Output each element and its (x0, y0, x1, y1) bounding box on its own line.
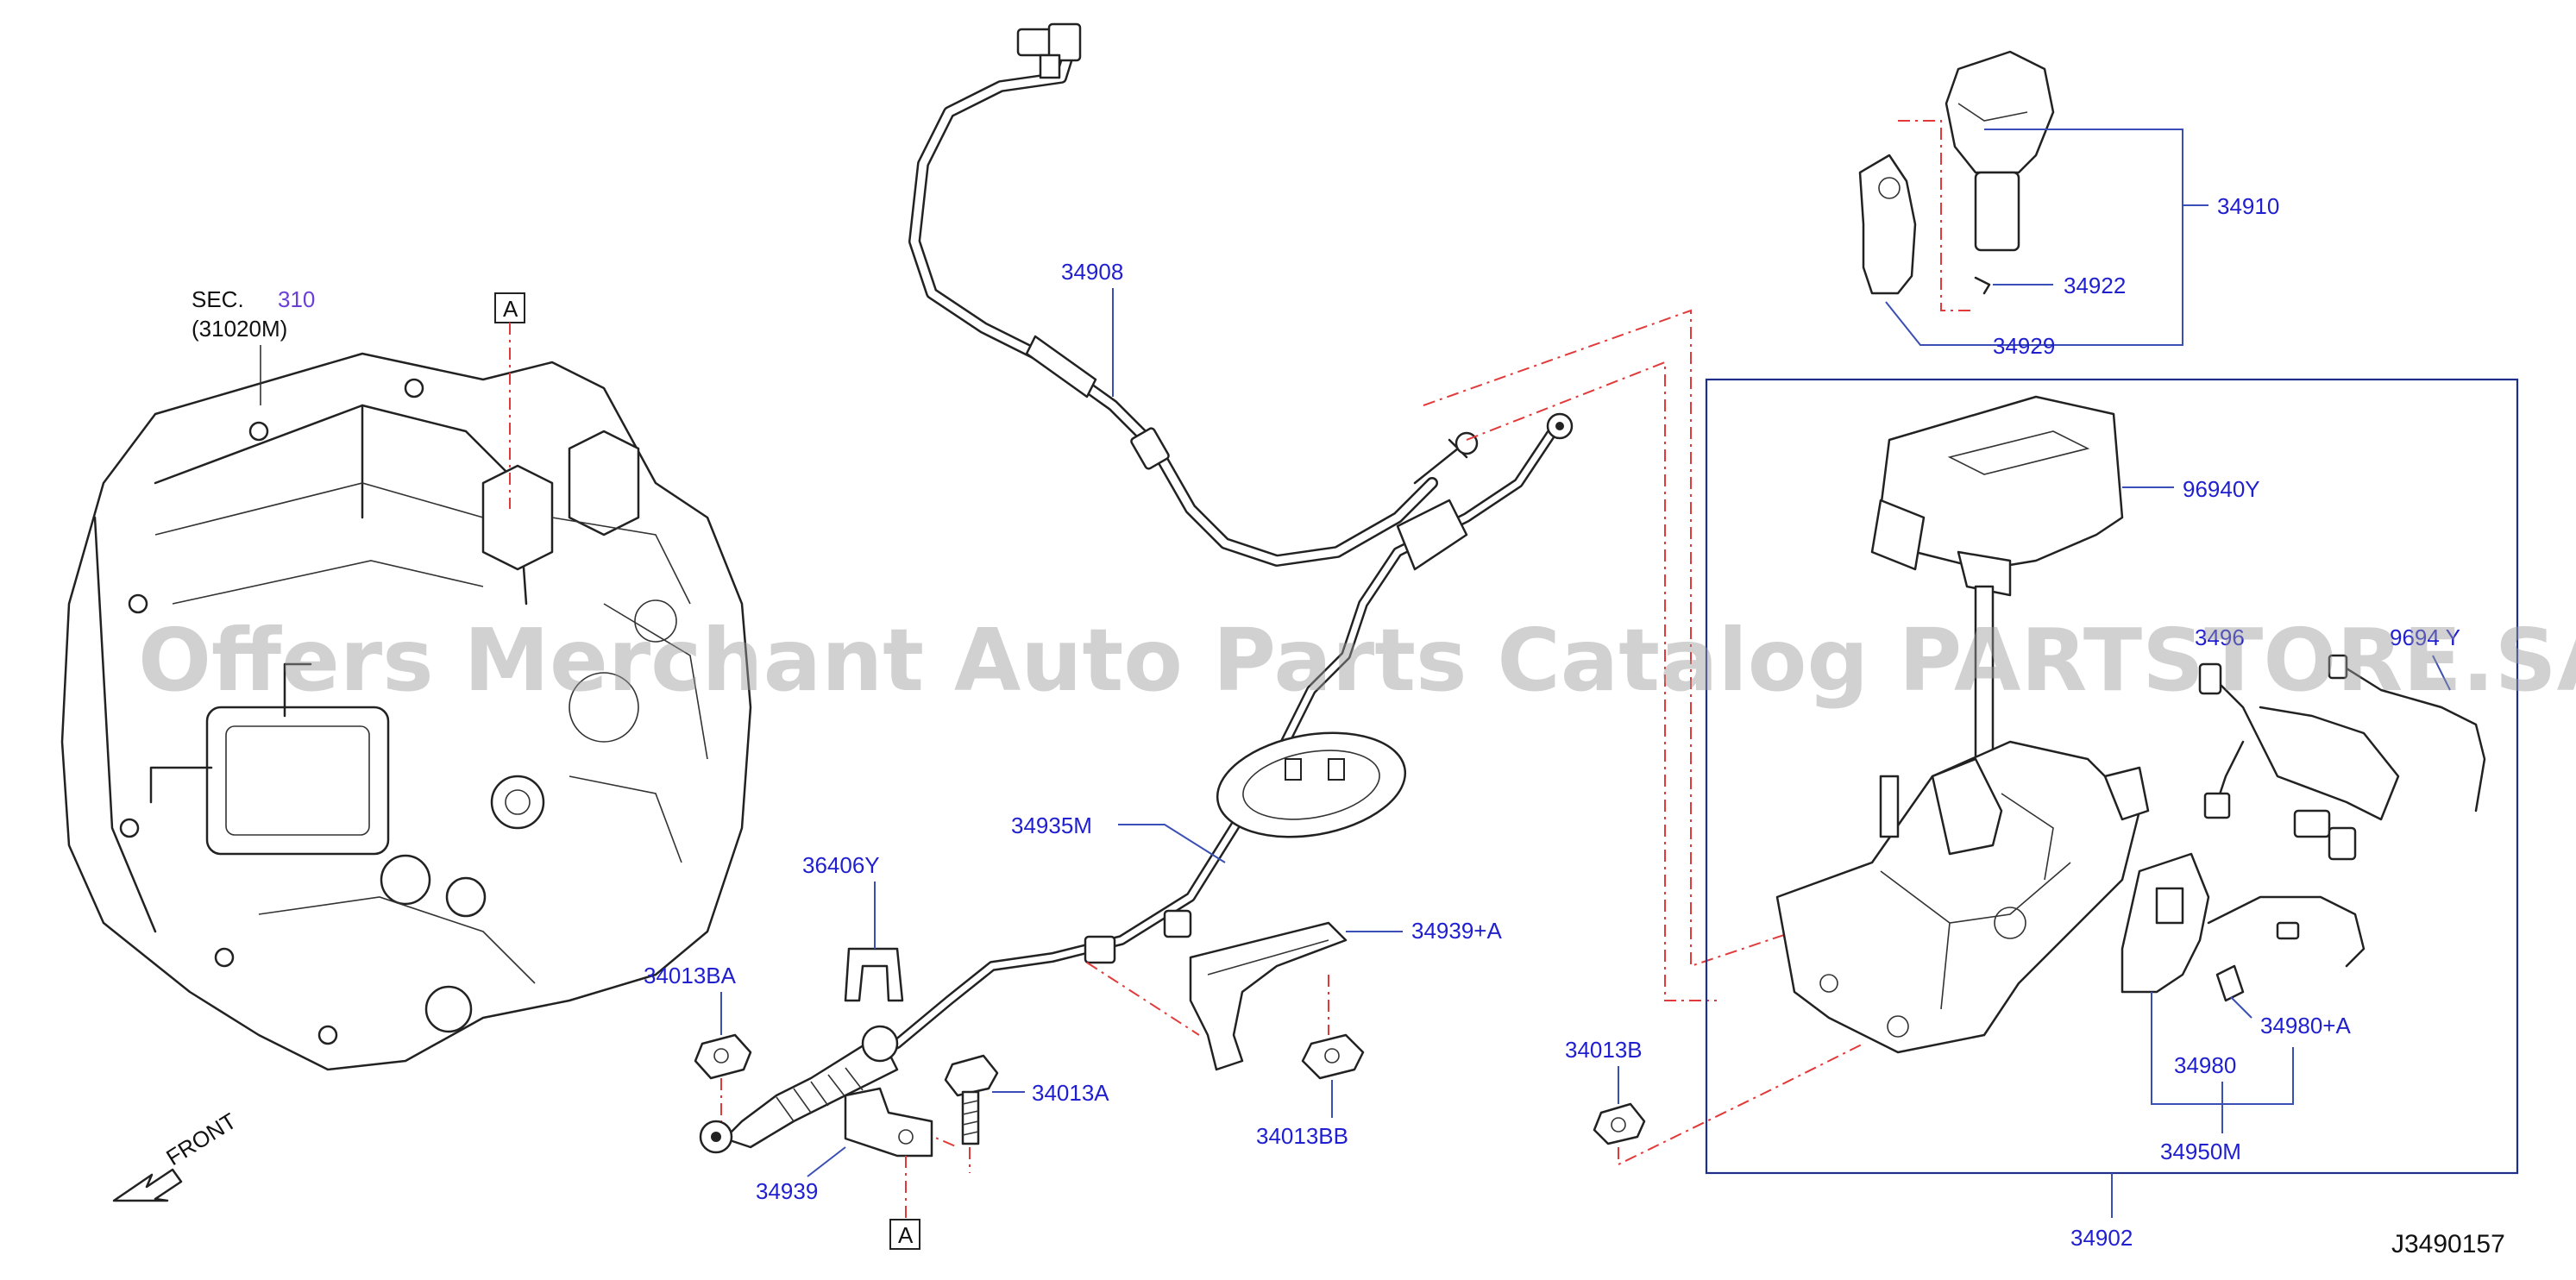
label-36406y[interactable]: 36406Y (802, 852, 880, 878)
ref-line-cable-1 (1466, 361, 1717, 1001)
watermark-text: Offers Merchant Auto Parts Catalog PARTS… (138, 610, 2576, 711)
label-34013bb[interactable]: 34013BB (1256, 1123, 1348, 1149)
label-34939[interactable]: 34939 (756, 1178, 818, 1204)
sec-sub-number: (31020M) (192, 316, 287, 342)
label-34929[interactable]: 34929 (1993, 333, 2055, 359)
clip-36406y-illustration (844, 947, 904, 1002)
leader-34910-bracket (1885, 129, 2183, 346)
ref-line-cable-2 (1423, 309, 1795, 968)
label-34935m[interactable]: 34935M (1011, 813, 1092, 838)
label-34013a[interactable]: 34013A (1032, 1080, 1109, 1106)
ref-line-34939a (1086, 962, 1200, 1036)
harness-9694xy-illustration (2328, 654, 2486, 813)
nut-34013ba-illustration (694, 1033, 752, 1080)
leader-34935m (1118, 824, 1226, 863)
label-3496x[interactable]: 3496 (2195, 624, 2245, 650)
label-34908[interactable]: 34908 (1061, 259, 1123, 285)
label-34950m[interactable]: 34950M (2160, 1139, 2241, 1164)
label-96940y[interactable]: 96940Y (2183, 476, 2260, 502)
label-34910[interactable]: 34910 (2217, 193, 2279, 219)
label-34922[interactable]: 34922 (2064, 273, 2126, 298)
front-label: FRONT (161, 1107, 241, 1170)
leader-34980-bracket (2151, 992, 2294, 1133)
cover-96940y-illustration (1870, 395, 2124, 597)
bolt-34013a-illustration (944, 1054, 999, 1145)
sec-prefix: SEC. (192, 286, 244, 312)
sec-number-link[interactable]: 310 (278, 286, 315, 312)
transaxle-illustration (60, 352, 752, 1071)
cable-34935m-illustration (699, 412, 1574, 1154)
nut-34013b-illustration (1593, 1102, 1646, 1145)
bracket-34939a-illustration (1189, 921, 1348, 1071)
nut-34013bb-illustration (1301, 1033, 1365, 1080)
label-34902[interactable]: 34902 (2070, 1225, 2133, 1251)
bracket-34939-illustration (844, 1087, 933, 1158)
unit-34980-illustration (2120, 852, 2366, 1002)
leader-9694xy (2432, 655, 2451, 691)
diagram-id: J3490157 (2391, 1230, 2505, 1258)
shift-knob-illustration (1858, 50, 2055, 295)
front-arrow-icon (112, 1168, 183, 1202)
marker-a-top-box (494, 292, 525, 323)
ref-line-34013b (1618, 1043, 1864, 1166)
label-34939a[interactable]: 34939+A (1411, 918, 1502, 944)
cable-34908-illustration (908, 22, 1479, 567)
label-34980[interactable]: 34980 (2174, 1052, 2236, 1078)
shifter-bracket-illustration (1775, 585, 2150, 1054)
marker-a-top: A (503, 296, 518, 322)
label-34980a[interactable]: 34980+A (2260, 1013, 2351, 1038)
label-34013ba[interactable]: 34013BA (644, 963, 737, 988)
leader-34939 (807, 1146, 846, 1177)
marker-a-bottom-box (889, 1219, 920, 1250)
leader-34980a (2230, 996, 2252, 1019)
harness-3496x-illustration (2198, 662, 2400, 861)
marker-a-bottom: A (898, 1222, 914, 1248)
label-34013b[interactable]: 34013B (1565, 1037, 1643, 1063)
ref-line-knob (1898, 120, 1976, 311)
label-9694xy[interactable]: 9694 Y (2390, 624, 2460, 650)
